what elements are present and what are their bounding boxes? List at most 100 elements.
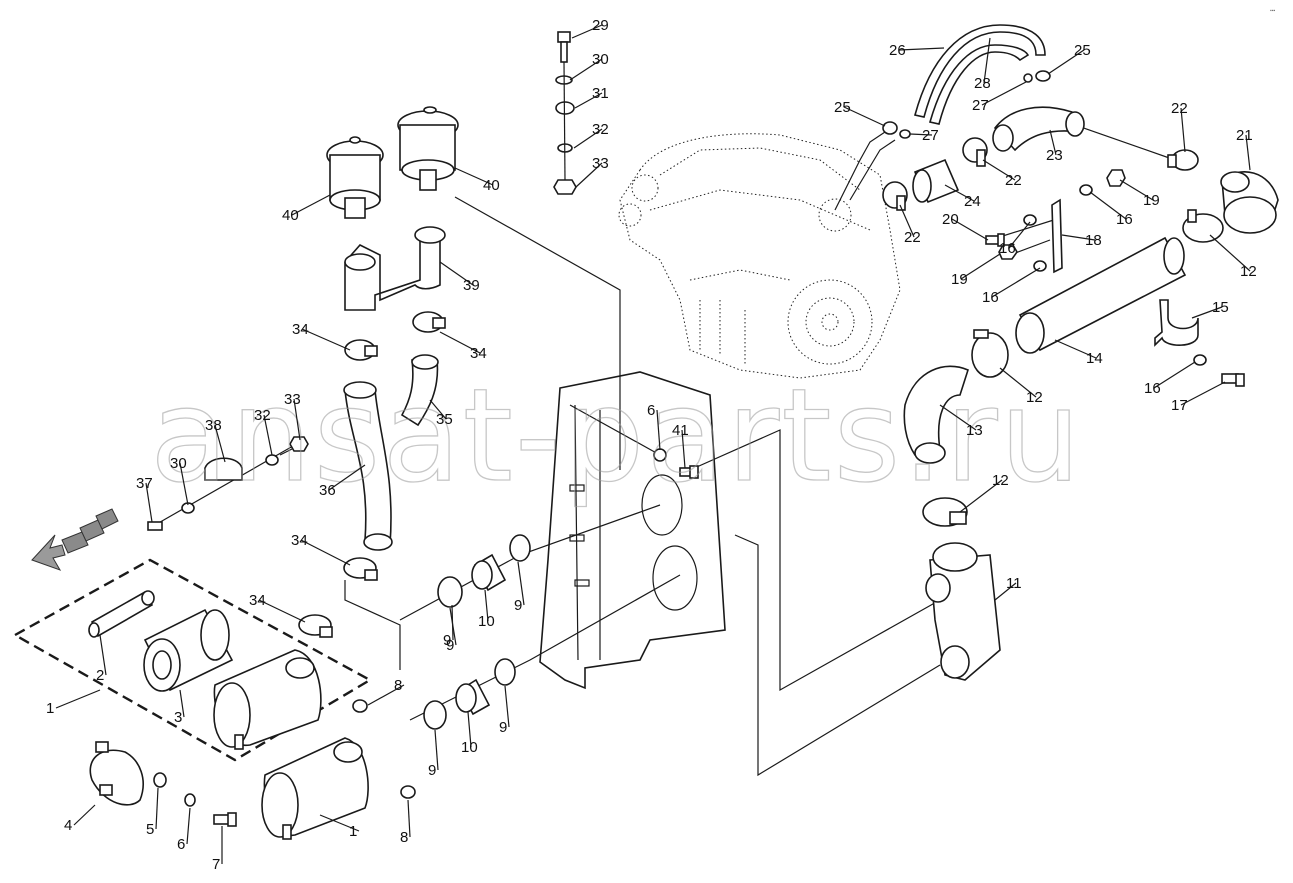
callout-leader <box>981 81 1027 106</box>
callout-leader <box>504 685 510 728</box>
callout-leader <box>99 634 107 676</box>
callout-leader <box>328 464 366 491</box>
callout-leader <box>407 799 411 838</box>
part-number-label: 36 <box>319 482 336 499</box>
callout-leader <box>960 253 1001 280</box>
bulkhead-panel <box>539 371 726 690</box>
part-number-label: 29 <box>592 17 609 34</box>
callout-leader <box>429 399 447 420</box>
part-number-label: 39 <box>463 277 480 294</box>
callout-leader <box>300 539 351 566</box>
part-number-label: 31 <box>592 85 609 102</box>
callout-leader <box>439 331 481 354</box>
part-number-label: 22 <box>1171 100 1188 117</box>
part-number-label: 9 <box>514 597 522 614</box>
callout-leader <box>656 409 661 451</box>
callout-leader <box>1008 221 1031 249</box>
part-number-label: 5 <box>146 821 154 838</box>
callout-leader <box>843 106 886 127</box>
callout-leader <box>1153 361 1196 389</box>
part-number-label: 7 <box>212 856 220 873</box>
pipe-14-group <box>971 236 1187 378</box>
callout-leader <box>909 133 933 136</box>
part-number-label: 21 <box>1236 127 1253 144</box>
callout-leader <box>982 159 1016 181</box>
callout-leader <box>1180 107 1186 153</box>
callout-leader <box>1049 129 1057 156</box>
callout-leader <box>214 424 226 463</box>
callout-leader <box>944 184 975 202</box>
part-number-label: 32 <box>592 121 609 138</box>
callout-leader <box>939 404 977 431</box>
part-number-label: 33 <box>592 155 609 172</box>
callout-leader <box>1180 381 1226 406</box>
callout-leader <box>574 92 603 109</box>
part-number-label: 16 <box>1116 211 1133 228</box>
part-number-label: 41 <box>672 422 689 439</box>
sleeves-clamps <box>423 534 531 730</box>
part-number-label: 12 <box>1026 389 1043 406</box>
part-number-label: 3 <box>174 709 182 726</box>
callout-leader <box>484 589 489 622</box>
part-number-label: 9 <box>443 632 451 649</box>
part-number-label: 17 <box>1171 397 1188 414</box>
callout-leader <box>467 711 472 748</box>
callout-leader <box>991 267 1041 298</box>
callout-leader <box>301 328 351 351</box>
part-number-label: 40 <box>483 177 500 194</box>
callout-leader <box>1089 191 1127 220</box>
part-number-label: 38 <box>205 417 222 434</box>
callout-leader <box>145 482 153 523</box>
part-number-label: 23 <box>1046 147 1063 164</box>
callout-leader <box>367 684 405 706</box>
part-number-label: 24 <box>964 193 981 210</box>
callout-leader <box>1191 306 1223 319</box>
hoses-26-28 <box>882 24 1051 139</box>
part-number-label: 11 <box>1006 575 1022 592</box>
part-number-label: 32 <box>254 407 271 424</box>
callout-leader <box>517 561 525 606</box>
callout-leader <box>434 729 439 771</box>
elbow-13-group <box>903 365 1001 681</box>
callout-leader <box>73 804 96 826</box>
clamp-4-group <box>89 741 237 827</box>
callout-leader <box>994 582 1017 601</box>
callout-leader <box>454 167 494 186</box>
part-number-label: 6 <box>177 836 185 853</box>
part-number-label: 34 <box>291 532 308 549</box>
part-number-label: 19 <box>1143 192 1160 209</box>
callout-leader <box>179 689 185 718</box>
part-number-label: 20 <box>942 211 959 228</box>
part-number-label: 37 <box>136 475 153 492</box>
elbow-21-group <box>1167 149 1279 243</box>
part-number-label: 19 <box>951 271 968 288</box>
part-number-label: 34 <box>292 321 309 338</box>
part-number-label: 8 <box>394 677 402 694</box>
callout-leader <box>1209 234 1251 272</box>
callout-leader <box>258 599 306 623</box>
part-number-label: 12 <box>992 472 1009 489</box>
callout-leader <box>681 429 686 469</box>
part-number-label: 25 <box>1074 42 1091 59</box>
part-number-label: 16 <box>999 240 1016 257</box>
callout-leader <box>575 162 603 188</box>
part-number-label: 22 <box>1005 172 1022 189</box>
part-number-label: 12 <box>1240 263 1257 280</box>
callout-leader <box>293 398 301 441</box>
part-number-label: 33 <box>284 391 301 408</box>
part-number-label: 2 <box>96 667 104 684</box>
part-number-label: 9 <box>446 637 454 654</box>
watermark-text: ansat-parts.ru <box>150 362 1083 511</box>
callout-leader <box>569 58 603 81</box>
callout-leader <box>155 787 159 830</box>
bracket-18-group <box>985 169 1126 274</box>
part-number-label: 15 <box>1212 299 1229 316</box>
callout-leader <box>571 24 603 39</box>
callout-leader <box>898 47 945 51</box>
part-number-label: 28 <box>974 75 991 92</box>
part-number-label: 9 <box>499 719 507 736</box>
callout-leader <box>263 414 273 456</box>
callout-leader <box>983 37 991 84</box>
callout-leader <box>439 261 474 286</box>
